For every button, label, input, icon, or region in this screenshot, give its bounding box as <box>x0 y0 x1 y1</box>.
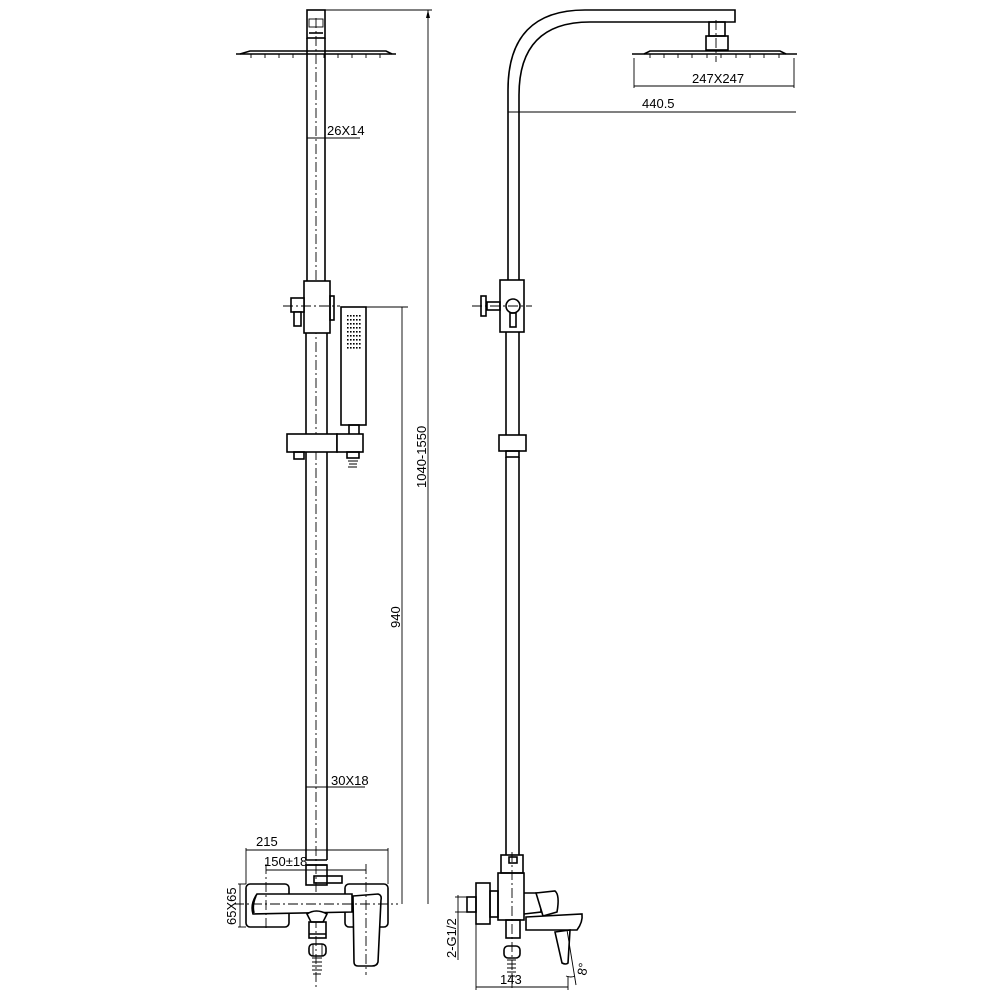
dim-inlet-spacing: 150±18 <box>264 854 366 871</box>
svg-text:215: 215 <box>256 834 278 849</box>
shower-arm <box>507 9 736 282</box>
svg-text:1040-1550: 1040-1550 <box>414 426 429 488</box>
svg-text:150±18: 150±18 <box>264 854 307 869</box>
bath-mixer-front <box>234 864 398 975</box>
front-view: 26X14 <box>224 9 432 990</box>
dim-mixer-width: 215 <box>245 834 389 884</box>
side-diverter <box>472 279 532 333</box>
label-upper-pipe: 26X14 <box>307 123 365 139</box>
svg-text:440.5: 440.5 <box>642 96 675 111</box>
dim-arm-reach: 440.5 <box>508 96 796 113</box>
rain-head-side <box>632 20 797 62</box>
svg-text:65X65: 65X65 <box>224 887 239 925</box>
side-view: 247X247 440.5 <box>444 9 797 990</box>
dim-escutcheon: 65X65 <box>224 883 246 928</box>
side-riser <box>498 332 527 855</box>
diverter-block <box>283 280 340 334</box>
svg-text:30X18: 30X18 <box>331 773 369 788</box>
svg-text:8°: 8° <box>574 962 591 977</box>
side-head-connector <box>705 21 729 51</box>
dim-handle-angle: 8° <box>565 929 591 986</box>
hand-shower <box>340 306 367 436</box>
svg-text:940: 940 <box>388 606 403 628</box>
dim-slide-height: 940 <box>366 306 408 904</box>
spray-nozzles <box>347 315 361 349</box>
upper-riser-pipe <box>306 38 326 282</box>
svg-text:143: 143 <box>500 972 522 987</box>
riser-bottom-connector <box>305 859 343 886</box>
dim-head-size: 247X247 <box>633 58 795 88</box>
svg-text:26X14: 26X14 <box>327 123 365 138</box>
label-lower-pipe: 30X18 <box>306 773 369 788</box>
dim-mixer-depth: 143 <box>475 924 569 990</box>
bath-mixer-side <box>466 852 583 990</box>
svg-text:247X247: 247X247 <box>692 71 744 86</box>
lower-riser-pipe <box>305 333 328 860</box>
dim-total-height: 1040-1550 <box>325 9 432 904</box>
svg-text:2-G1/2: 2-G1/2 <box>444 918 459 958</box>
dim-inlet-thread: 2-G1/2 <box>444 895 467 960</box>
slide-holder <box>286 433 364 468</box>
